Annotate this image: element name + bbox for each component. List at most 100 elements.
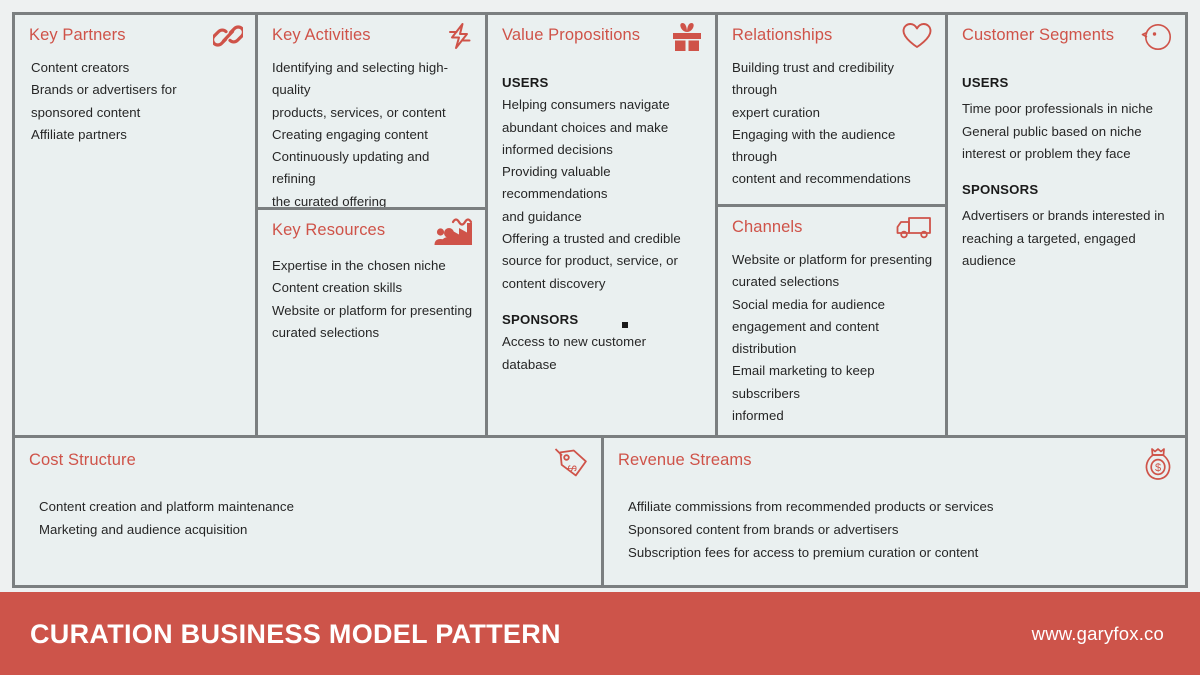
block-title: Key Partners xyxy=(29,26,126,44)
footer-banner: CURATION BUSINESS MODEL PATTERN www.gary… xyxy=(0,592,1200,675)
block-header: Customer Segments xyxy=(962,22,1173,52)
list-item: Offering a trusted and credible xyxy=(502,231,681,247)
list-item: informed decisions xyxy=(502,141,613,157)
spacer xyxy=(962,58,1173,72)
block-header: Channels xyxy=(732,217,933,243)
list-item: content discovery xyxy=(502,275,606,291)
list-item: Providing valuable recommendations xyxy=(502,164,611,202)
block-key-activities[interactable]: Key Activities Identifying and selecting… xyxy=(258,15,485,207)
svg-text:$: $ xyxy=(1155,462,1161,474)
block-key-resources[interactable]: Key Resources xyxy=(258,207,485,436)
gift-icon xyxy=(671,22,703,52)
block-channels[interactable]: Channels xyxy=(718,204,945,436)
list-item: Content creation and platform maintenanc… xyxy=(39,499,294,515)
list-item: Continuously updating and refining xyxy=(272,149,430,187)
lightning-bolt-icon xyxy=(447,22,473,50)
spacer xyxy=(962,165,1173,179)
list-item: Engaging with the audience through xyxy=(732,126,896,165)
list-item: Helping consumers navigate xyxy=(502,97,670,113)
footer-title: CURATION BUSINESS MODEL PATTERN xyxy=(30,618,561,649)
block-title: Channels xyxy=(732,218,803,236)
list-item: curated selections xyxy=(732,274,840,290)
block-items: Content creation and platform maintenanc… xyxy=(29,495,589,541)
block-customer-segments[interactable]: Customer Segments USERS Time poor prof xyxy=(948,15,1185,436)
block-items: Website or platform for presenting curat… xyxy=(732,249,933,427)
svg-text:$: $ xyxy=(565,465,579,472)
list-item: content and recommendations xyxy=(732,171,911,187)
list-item: expert curation xyxy=(732,104,820,120)
list-item: Expertise in the chosen niche xyxy=(272,258,446,273)
list-item: informed xyxy=(732,408,784,424)
list-item: products, services, or content xyxy=(272,104,446,120)
list-item: engagement and content xyxy=(732,318,880,334)
stray-marker-artifact xyxy=(622,322,628,328)
block-header: Revenue Streams $ xyxy=(618,447,1173,481)
block-relationships[interactable]: Relationships Building trust and credibi… xyxy=(718,15,945,204)
list-item: Access to new customer database xyxy=(502,334,647,372)
heart-icon xyxy=(901,22,933,50)
block-items: Building trust and credibility through e… xyxy=(732,57,933,191)
block-value-propositions[interactable]: Value Propositions USERS xyxy=(488,15,715,436)
block-header: Value Propositions xyxy=(502,22,703,52)
link-icon xyxy=(210,22,246,50)
customer-face-icon xyxy=(1141,22,1173,52)
list-item: Time poor professionals in niche xyxy=(962,101,1153,117)
list-item: curated selections xyxy=(272,324,380,340)
list-item: Marketing and audience acquisition xyxy=(39,522,248,538)
factory-people-icon xyxy=(433,217,473,247)
block-title: Value Propositions xyxy=(502,26,641,44)
block-header: Key Activities xyxy=(272,22,473,51)
block-title: Key Resources xyxy=(272,221,386,239)
block-header: Relationships xyxy=(732,22,933,51)
column-relationships-channels: Relationships Building trust and credibi… xyxy=(715,15,945,436)
price-tag-icon: $ xyxy=(553,447,589,481)
list-item: Brands or advertisers for xyxy=(31,82,177,98)
block-header: Cost Structure $ xyxy=(29,447,589,481)
list-item: sponsored content xyxy=(31,104,141,120)
list-item: distribution xyxy=(732,341,797,357)
block-items: Content creators Brands or advertisers f… xyxy=(29,57,243,146)
list-item: Email marketing to keep subscribers xyxy=(732,363,875,401)
footer-url: www.garyfox.co xyxy=(1031,622,1164,644)
list-item: Identifying and selecting high-quality xyxy=(272,60,449,98)
business-model-canvas-grid: Key Partners Conten xyxy=(12,12,1188,588)
spacer xyxy=(502,58,703,72)
block-title: Customer Segments xyxy=(962,26,1115,44)
column-key-partners: Key Partners Conten xyxy=(15,15,255,436)
list-item: and guidance xyxy=(502,208,582,224)
list-item: abundant choices and make xyxy=(502,119,669,135)
block-header: Key Partners xyxy=(29,22,246,51)
block-items-sponsors: Access to new customer database xyxy=(502,331,703,376)
subsection-label-sponsors: SPONSORS xyxy=(962,182,1039,198)
block-items-sponsors: Advertisers or brands interested in reac… xyxy=(962,205,1173,272)
list-item: Website or platform for presenting xyxy=(732,252,933,267)
list-item: Content creators xyxy=(31,60,130,75)
block-items: Expertise in the chosen niche Content cr… xyxy=(272,255,473,344)
block-key-partners[interactable]: Key Partners Conten xyxy=(15,15,255,436)
list-item: Social media for audience xyxy=(732,296,885,312)
block-title: Revenue Streams xyxy=(618,451,752,470)
delivery-truck-icon xyxy=(895,214,933,240)
column-cost-structure: Cost Structure $ xyxy=(15,438,601,585)
list-item: audience xyxy=(962,253,1016,269)
list-item: Content creation skills xyxy=(272,280,403,296)
list-item: Website or platform for presenting xyxy=(272,302,473,318)
block-items-users: Helping consumers navigate abundant choi… xyxy=(502,94,703,295)
block-title: Key Activities xyxy=(272,26,371,44)
list-item: Building trust and credibility through xyxy=(732,60,895,98)
list-item: Affiliate partners xyxy=(31,126,127,142)
block-items: Affiliate commissions from recommended p… xyxy=(618,495,1173,564)
list-item: General public based on niche xyxy=(962,123,1142,139)
block-items-users: Time poor professionals in niche General… xyxy=(962,98,1173,165)
column-revenue-streams: Revenue Streams $ xyxy=(601,438,1185,585)
spacer xyxy=(502,295,703,309)
block-cost-structure[interactable]: Cost Structure $ xyxy=(15,438,601,585)
block-header: Key Resources xyxy=(272,217,473,247)
block-revenue-streams[interactable]: Revenue Streams $ xyxy=(604,438,1185,585)
money-bag-icon: $ xyxy=(1143,447,1173,481)
block-title: Cost Structure xyxy=(29,451,136,470)
list-item: the curated offering xyxy=(272,193,387,207)
subsection-label-sponsors: SPONSORS xyxy=(502,311,579,327)
list-item: Advertisers or brands interested in xyxy=(962,208,1165,224)
